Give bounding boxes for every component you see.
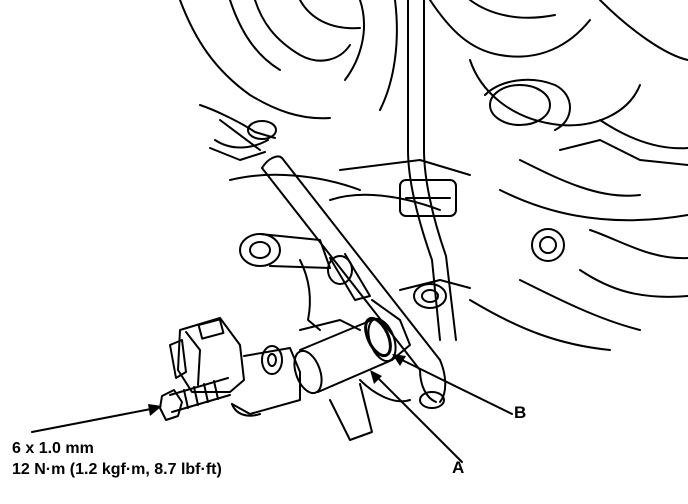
vertical-hose xyxy=(407,0,457,341)
callout-a-label: A xyxy=(452,458,465,477)
o-ring xyxy=(364,316,392,358)
leader-lines xyxy=(31,354,513,463)
bolt xyxy=(159,377,231,421)
long-rod xyxy=(261,155,447,409)
upper-bracket xyxy=(199,104,277,161)
hose-clip xyxy=(399,179,457,217)
rear-fittings xyxy=(239,233,471,331)
bolt-size-label: 6 x 1.0 mm xyxy=(12,440,94,457)
engine-background-outline xyxy=(179,0,688,351)
cylinder-body xyxy=(293,299,411,441)
connector-housing xyxy=(169,317,301,417)
callout-b-label: B xyxy=(514,403,527,422)
torque-spec-label: 12 N·m (1.2 kgf·m, 8.7 lbf·ft) xyxy=(12,461,222,478)
